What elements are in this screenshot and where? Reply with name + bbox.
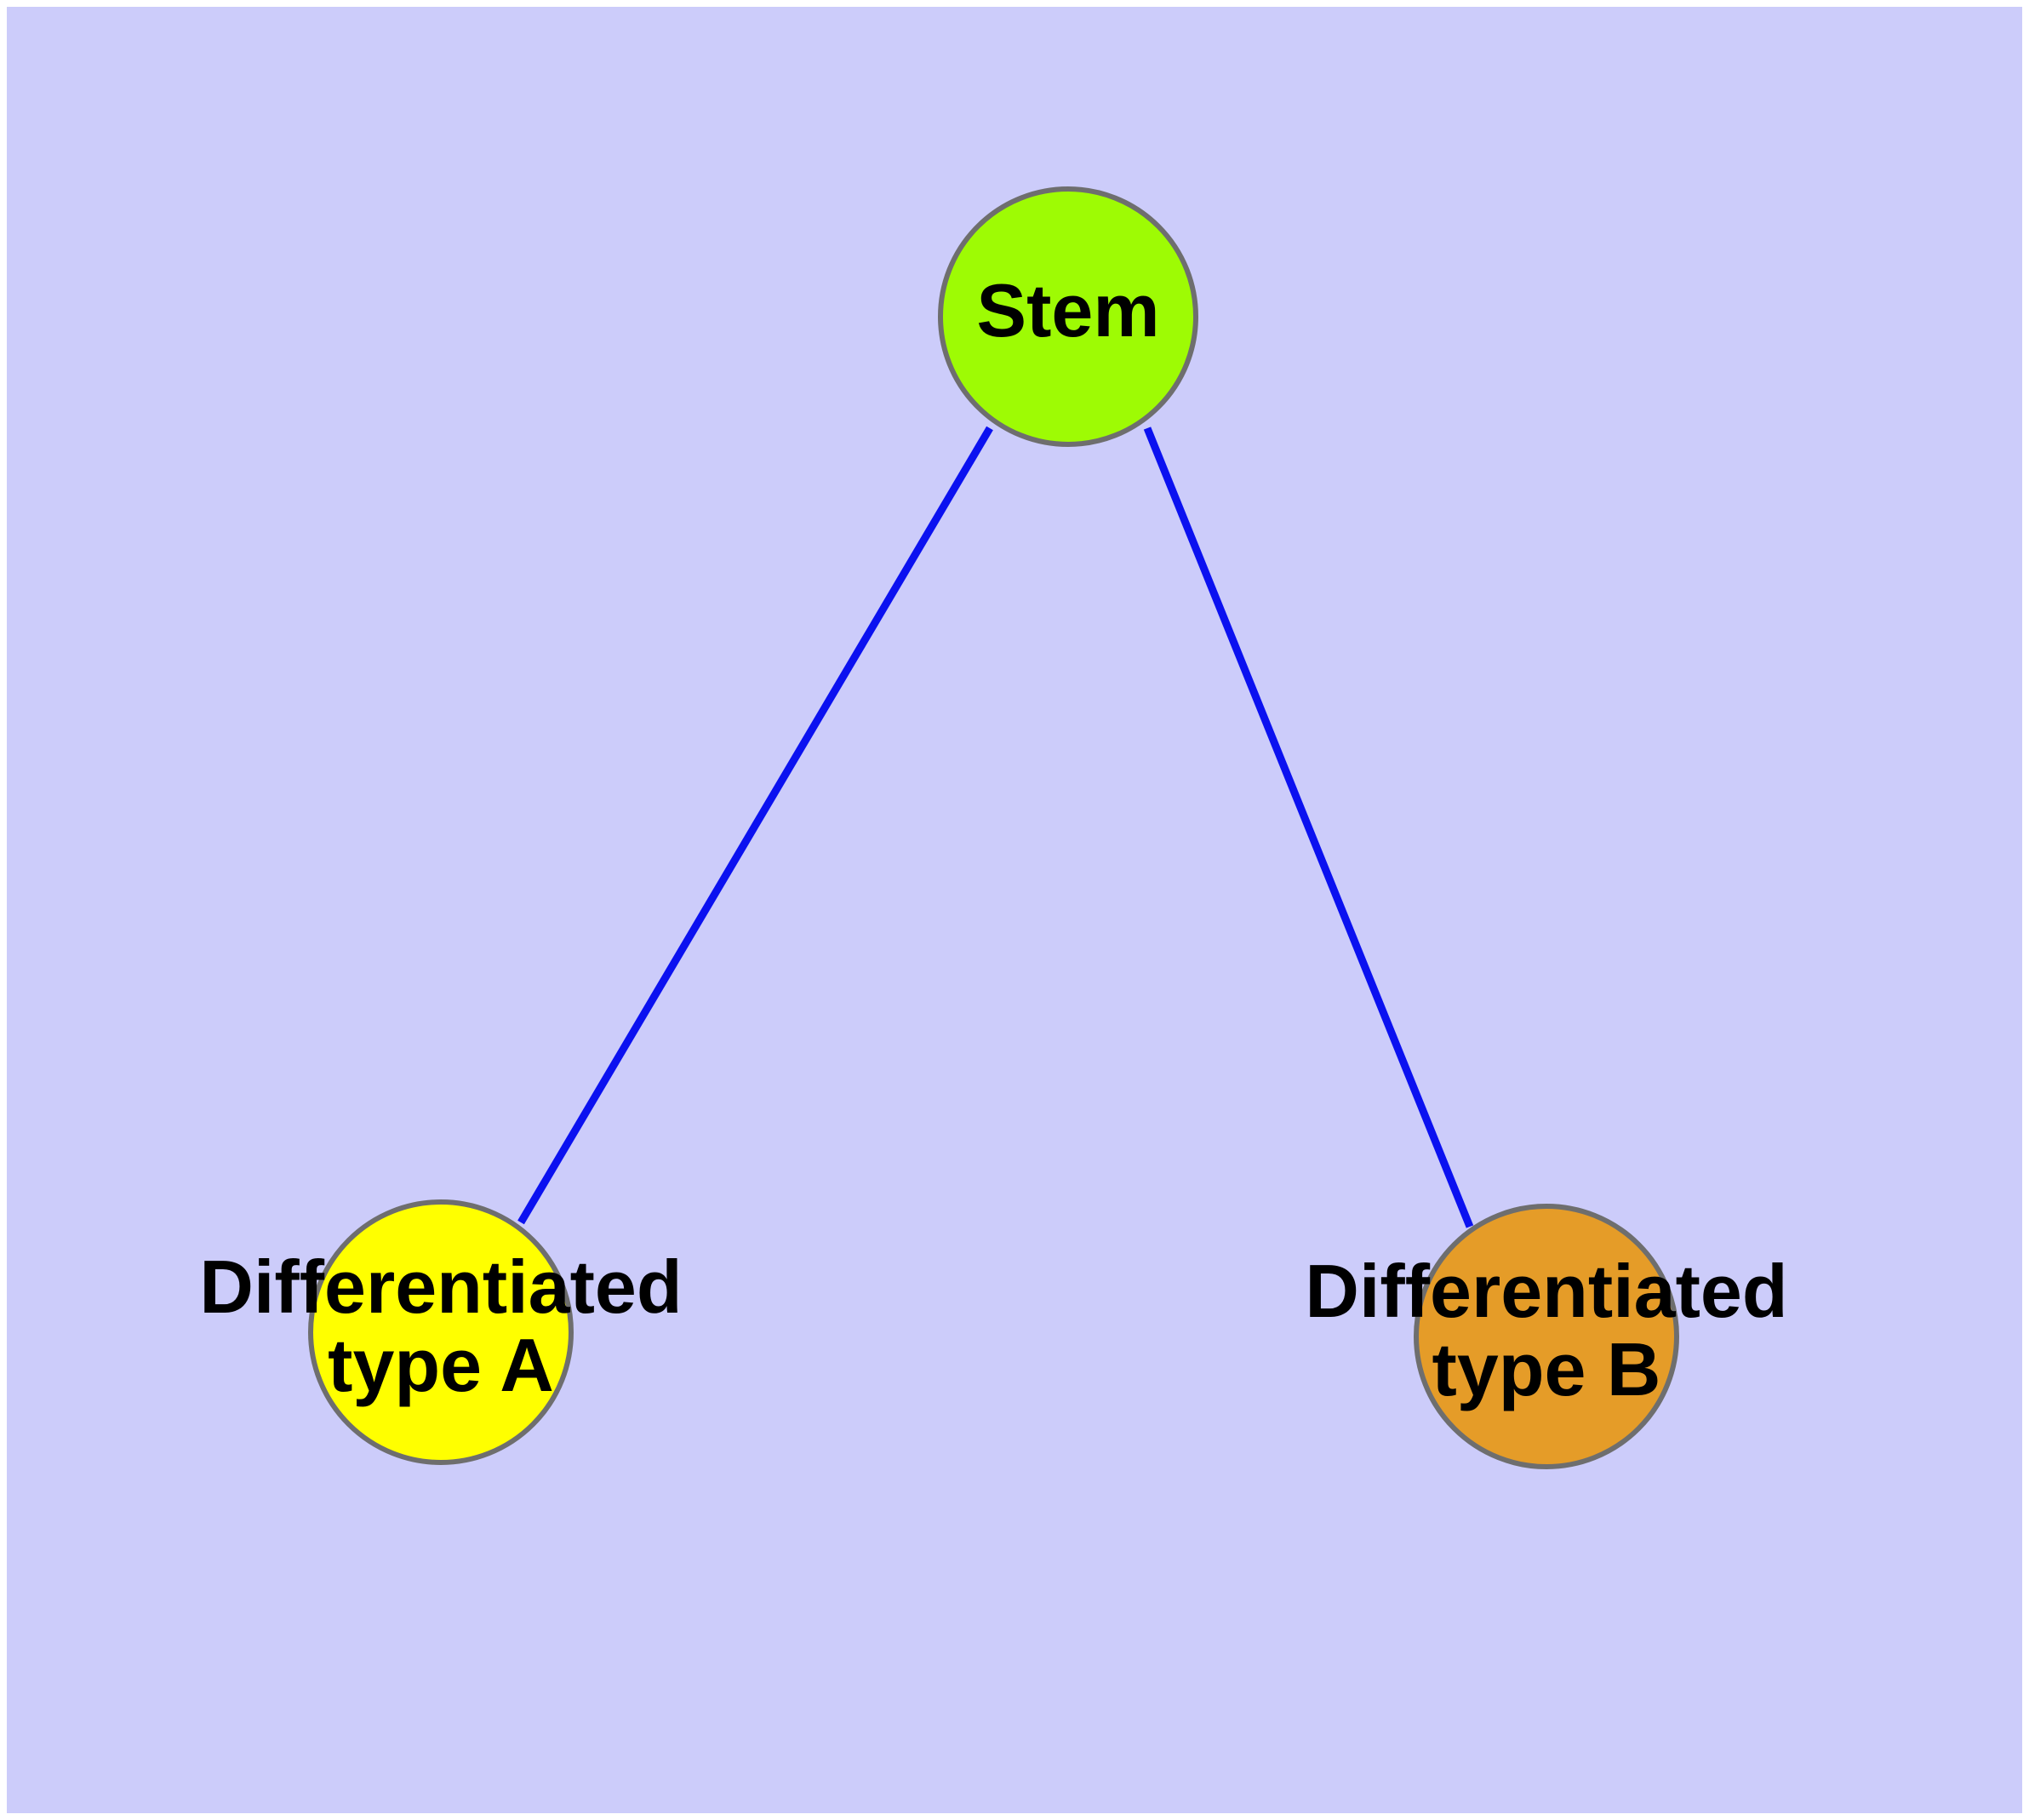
graph-node-label-stem: Stem	[976, 268, 1159, 352]
label-line: Differentiated	[199, 1245, 682, 1329]
graph-edge-stem-to-diff-a	[517, 426, 993, 1225]
label-line: type B	[1432, 1327, 1661, 1411]
graph-node-diff-b[interactable]	[1414, 1204, 1679, 1469]
nodes-layer	[308, 186, 1679, 1469]
label-line: Stem	[976, 268, 1159, 352]
graph-edge-stem-to-diff-b	[1143, 426, 1474, 1228]
graph-node-stem[interactable]	[938, 186, 1198, 447]
label-line: type A	[328, 1323, 554, 1407]
label-line: Differentiated	[1305, 1249, 1787, 1333]
edges-layer	[517, 426, 1474, 1228]
graph-node-diff-a[interactable]	[308, 1199, 574, 1465]
